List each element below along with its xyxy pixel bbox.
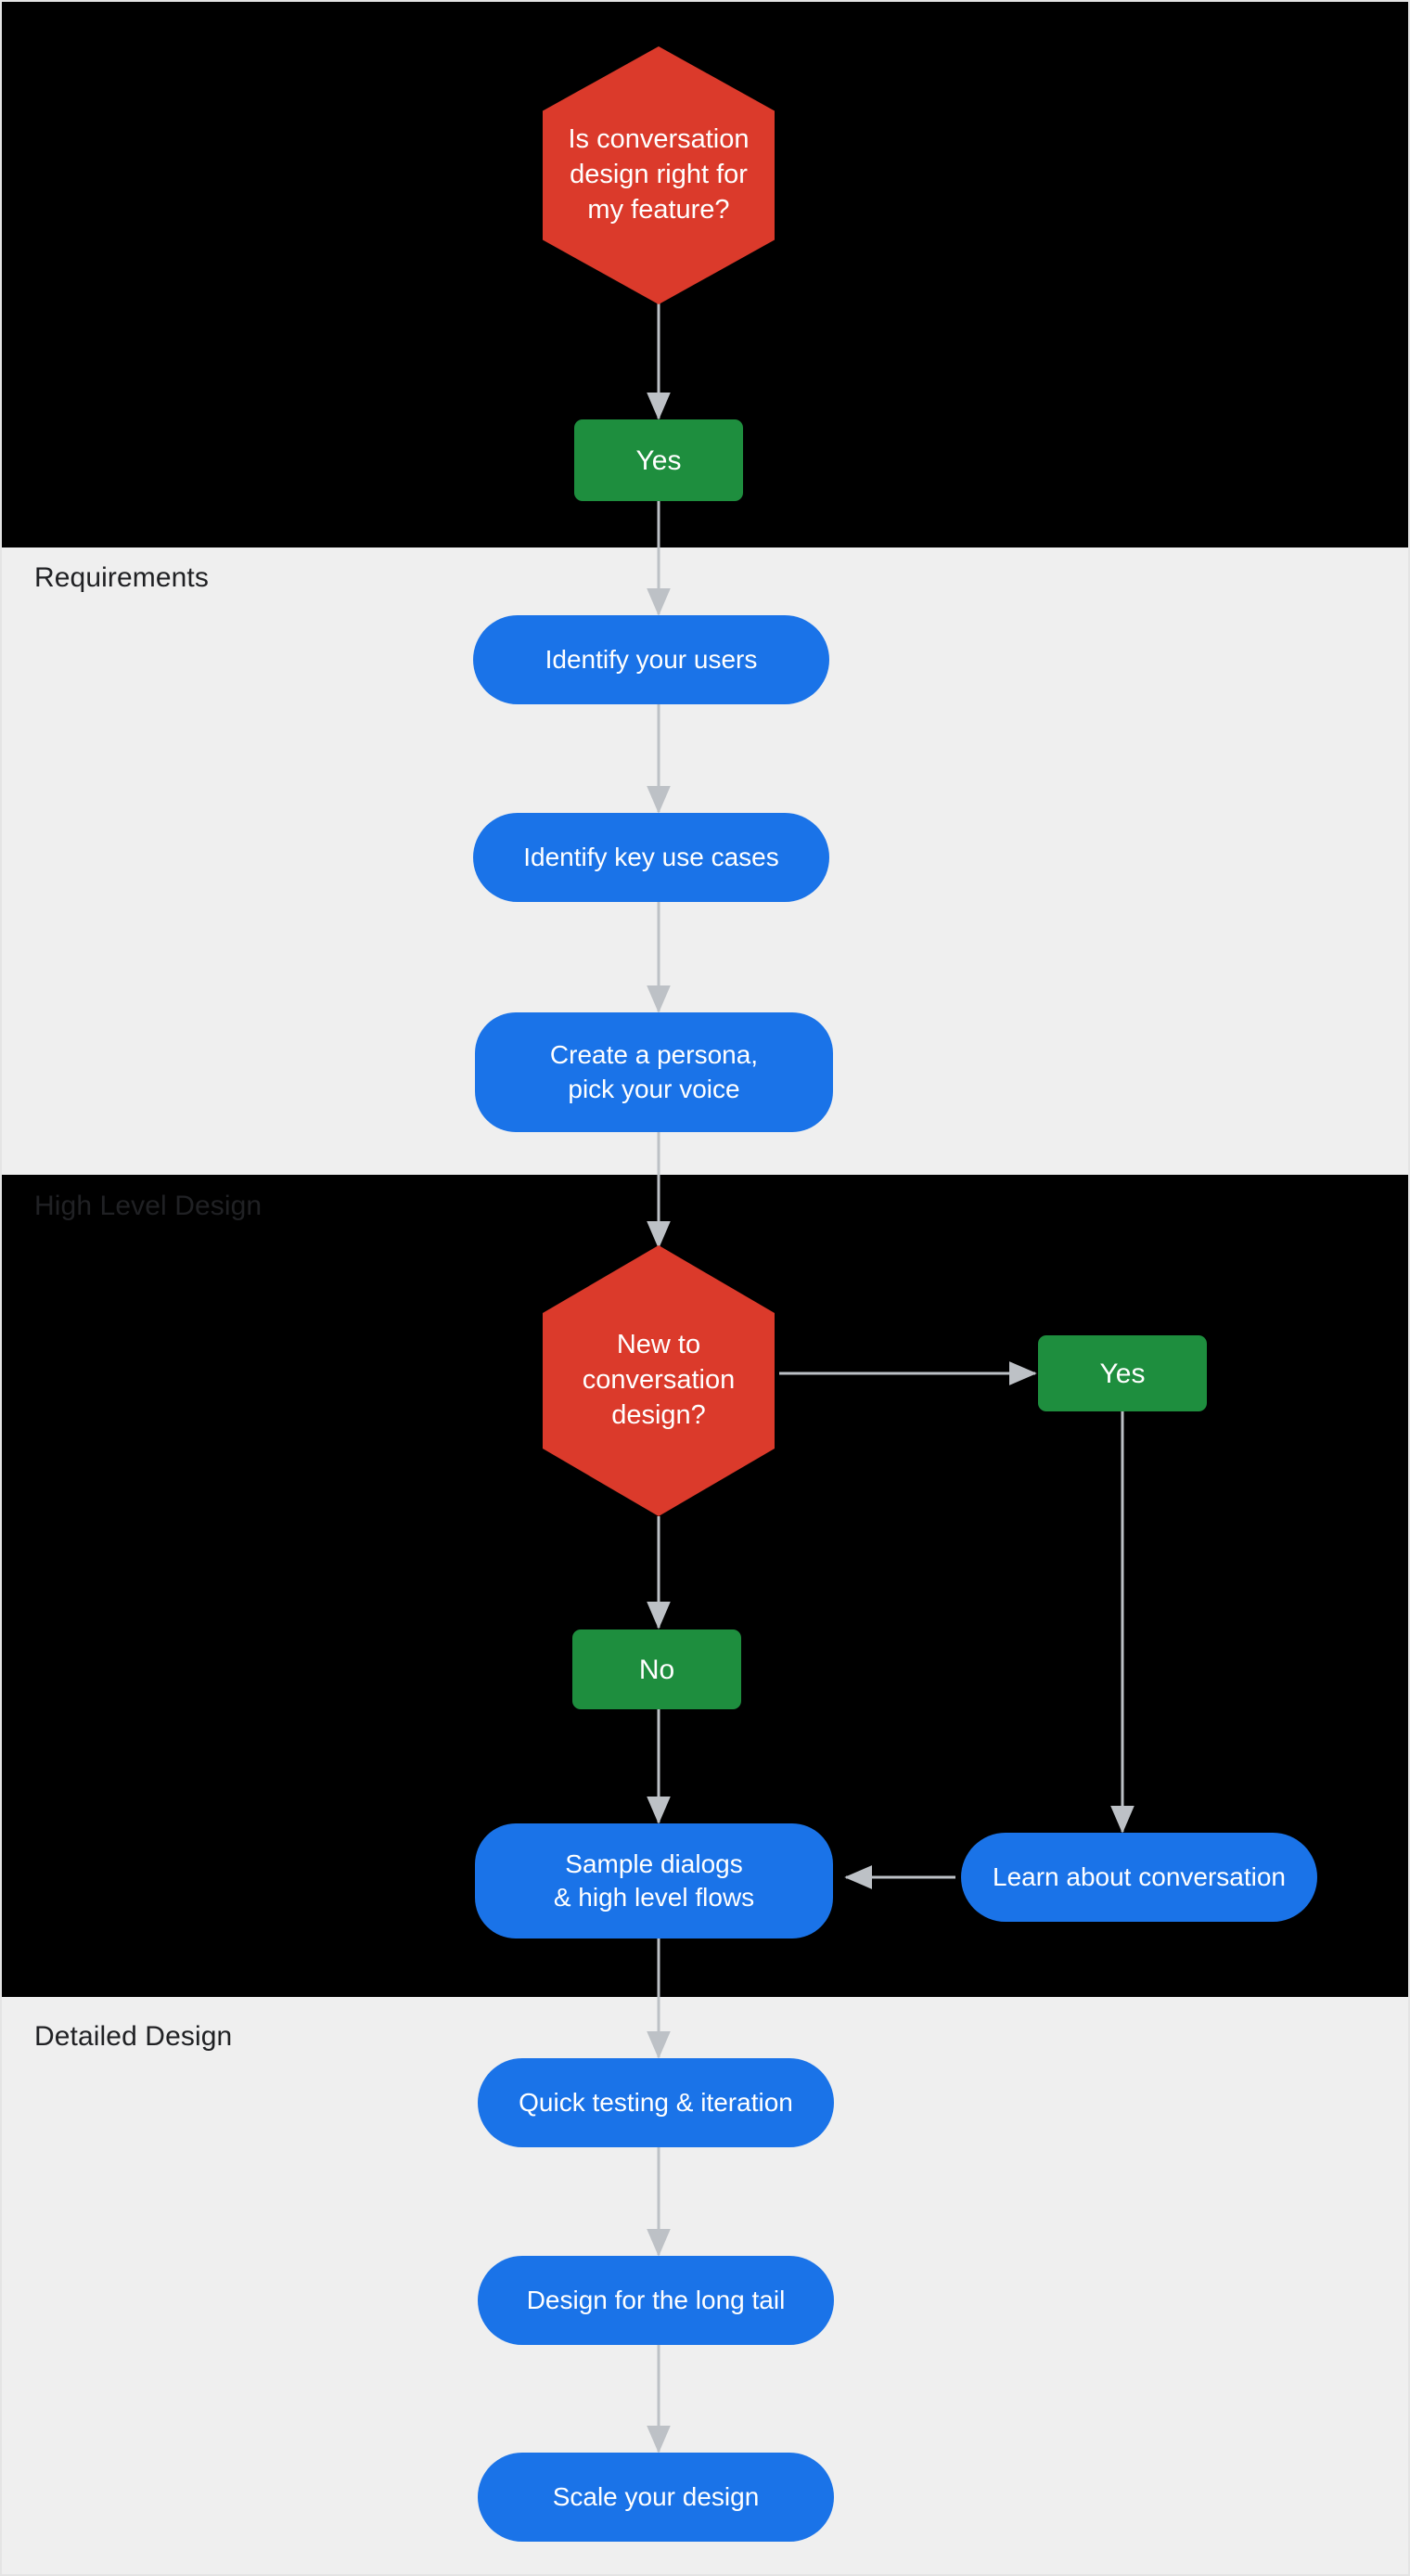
- answer-node-yes-2[interactable]: Yes: [1038, 1335, 1207, 1411]
- step-node-label: Quick testing & iteration: [519, 2087, 793, 2117]
- answer-node-yes-1[interactable]: Yes: [574, 419, 743, 501]
- section-label-requirements: Requirements: [34, 562, 209, 593]
- answer-node-label: Yes: [635, 444, 682, 476]
- step-node-label: Identify key use cases: [523, 842, 779, 871]
- step-node-sample-dialogs[interactable]: Sample dialogs & high level flows: [475, 1823, 833, 1938]
- step-node-quick-testing-iteration[interactable]: Quick testing & iteration: [478, 2058, 834, 2147]
- step-node-identify-your-users[interactable]: Identify your users: [473, 615, 829, 704]
- decision-node-text: Is conversation design right for my feat…: [568, 124, 750, 225]
- decision-node-conversation-design-right[interactable]: Is conversation design right for my feat…: [543, 46, 775, 304]
- decision-node-text: New to conversation design?: [582, 1330, 736, 1430]
- answer-node-no[interactable]: No: [572, 1629, 741, 1709]
- step-node-label: Scale your design: [552, 2481, 760, 2511]
- step-node-text: Create a persona, pick your voice: [549, 1040, 759, 1103]
- step-node-scale-your-design[interactable]: Scale your design: [478, 2453, 834, 2542]
- answer-node-label: Yes: [1099, 1358, 1146, 1389]
- step-node-label: Identify your users: [545, 644, 758, 674]
- step-node-text: Sample dialogs & high level flows: [553, 1848, 755, 1912]
- step-node-design-for-the-long-tail[interactable]: Design for the long tail: [478, 2256, 834, 2345]
- section-label-detailed-design: Detailed Design: [34, 2021, 233, 2052]
- step-node-identify-key-use-cases[interactable]: Identify key use cases: [473, 813, 829, 902]
- step-node-label: Design for the long tail: [526, 2285, 786, 2314]
- step-node-create-a-persona[interactable]: Create a persona, pick your voice: [475, 1012, 833, 1132]
- step-node-label: Learn about conversation: [993, 1861, 1286, 1891]
- answer-node-label: No: [638, 1654, 675, 1685]
- step-node-learn-about-conversation[interactable]: Learn about conversation: [961, 1833, 1317, 1922]
- section-label-high-level-design: High Level Design: [34, 1191, 263, 1221]
